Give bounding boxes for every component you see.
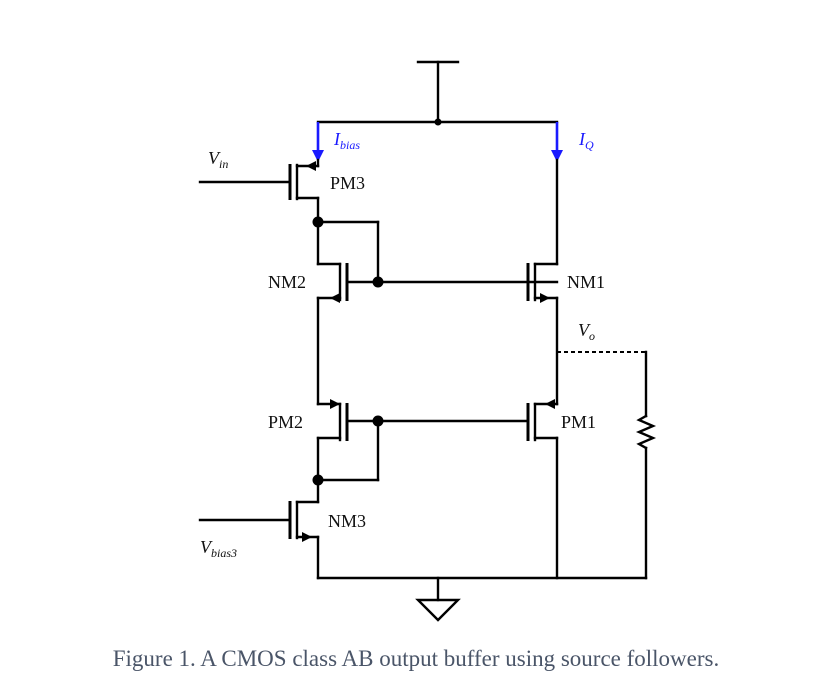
transistor-pm2 [316, 399, 530, 482]
nm2-label: NM2 [268, 272, 306, 292]
figure-caption: Figure 1. A CMOS class AB output buffer … [112, 646, 720, 671]
iq-label: IQ [578, 129, 594, 152]
transistor-nm3 [198, 478, 320, 580]
pm2-source-arrow-icon [330, 399, 340, 409]
ibias-label: Ibias [333, 129, 360, 152]
pm3-source-arrow-icon [306, 161, 316, 171]
vdd-symbol [416, 60, 460, 124]
transistor-nm1 [526, 158, 559, 406]
nm2-source-arrow-icon [330, 293, 340, 303]
vin-label: Vin [208, 148, 228, 171]
ibias-arrow-icon [312, 122, 324, 162]
nm3-source-arrow-icon [302, 532, 312, 542]
pm1-source-arrow-icon [545, 399, 555, 409]
pm2-label: PM2 [268, 412, 303, 432]
ground-symbol [415, 576, 461, 622]
vo-label: Vo [578, 320, 595, 343]
vbias3-label: Vbias3 [200, 537, 237, 560]
iq-arrow-icon [551, 122, 563, 162]
node-dot [372, 276, 384, 288]
nm1-source-arrow-icon [540, 293, 550, 303]
resistor-icon [635, 414, 657, 450]
transistor-nm2 [316, 220, 559, 406]
pm3-label: PM3 [330, 173, 365, 193]
pm1-label: PM1 [561, 412, 596, 432]
nm1-label: NM1 [567, 272, 605, 292]
nm3-label: NM3 [328, 511, 366, 531]
transistor-pm3 [198, 158, 320, 224]
transistor-pm1 [526, 399, 559, 580]
